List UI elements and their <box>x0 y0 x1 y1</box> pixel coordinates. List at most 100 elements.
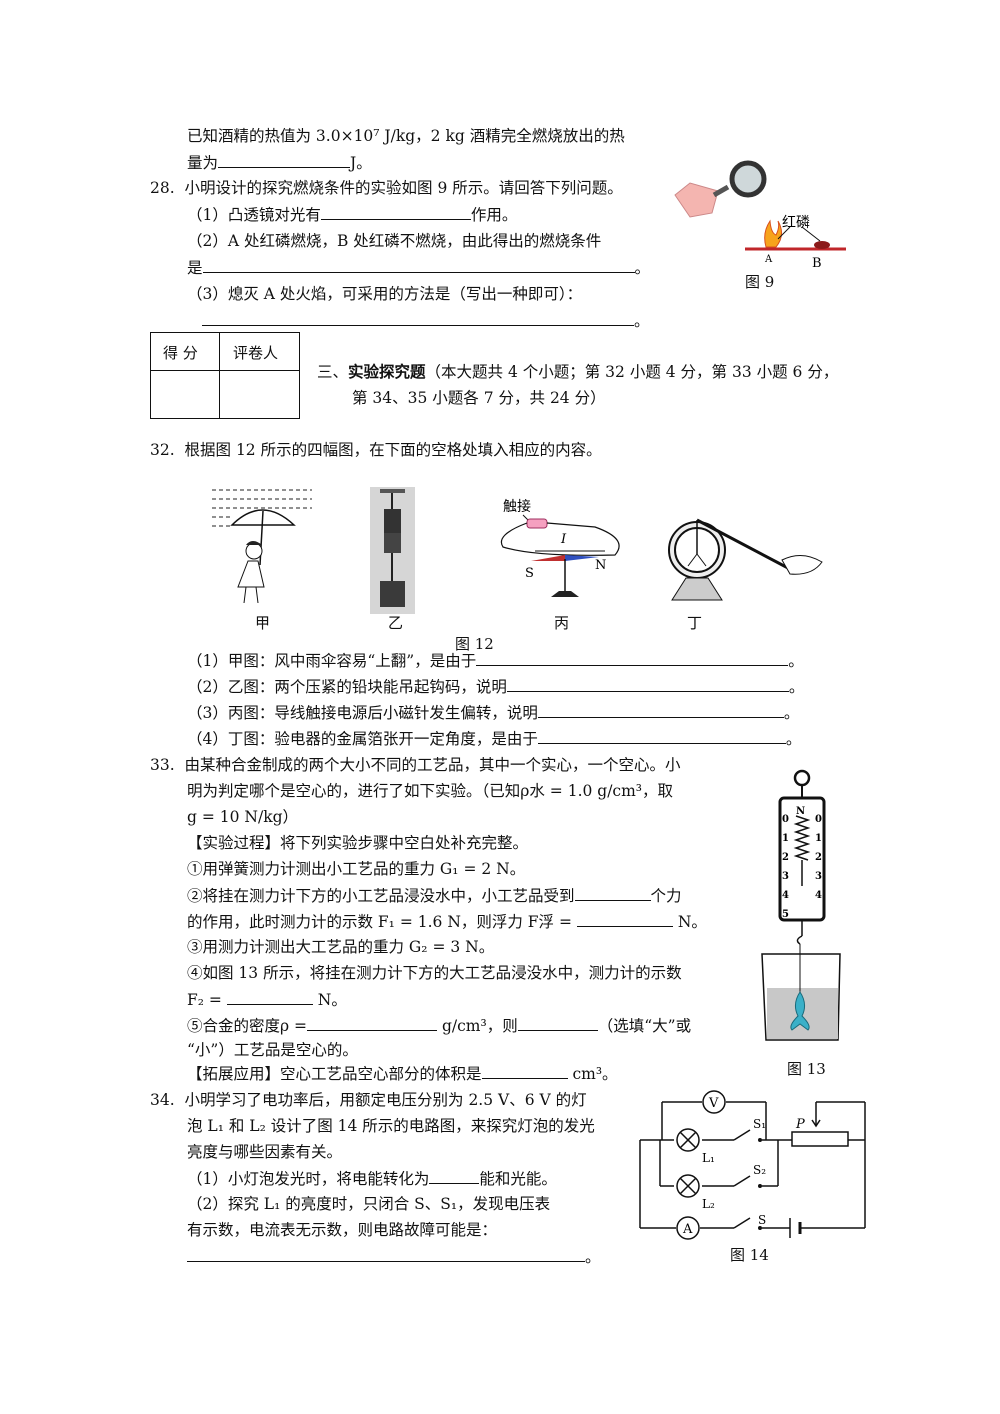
answer-blank[interactable] <box>218 152 351 168</box>
q33-line1: 33. 由某种合金制成的两个大小不同的工艺品，其中一个实心，一个空心。小 <box>150 755 681 775</box>
q34-part2-blank: 。 <box>187 1246 601 1267</box>
beaker-icon <box>761 953 841 1041</box>
figure-label-jia: 甲 <box>255 614 271 632</box>
period: 。 <box>783 704 800 722</box>
magnifier-icon <box>729 160 767 198</box>
answer-blank[interactable] <box>574 885 651 901</box>
q32-part2: （2）乙图：两个压紧的铅块能吊起钩码，说明。 <box>187 676 804 697</box>
period: 。 <box>634 312 650 330</box>
q33-line2: 明为判定哪个是空心的，进行了如下实验。（已知ρ水 = 1.0 g/cm³，取 <box>187 782 674 800</box>
q34-part1-end: 能和光能。 <box>479 1170 557 1188</box>
tick-4-r: 4 <box>815 890 822 901</box>
answer-blank[interactable] <box>202 310 634 326</box>
q28-part1-end: 作用。 <box>470 206 518 224</box>
q34-part1: （1）小灯泡发光时，将电能转化为 能和光能。 <box>187 1168 557 1189</box>
scale-unit-label: N <box>796 806 805 817</box>
figure-14-caption: 图 14 <box>730 1246 769 1264</box>
label-b: B <box>812 256 822 271</box>
q27-line1: 已知酒精的热值为 3.0×10⁷ J/kg，2 kg 酒精完全燃烧放出的热 <box>187 127 625 145</box>
q33-step4b-text: F₂ = <box>187 991 222 1009</box>
q33-step2c-text: 的作用，此时测力计的示数 F₁ = 1.6 N，则浮力 F浮 = <box>187 913 572 931</box>
section-3-title: 三、实验探究题（本大题共 4 个小题；第 32 小题 4 分，第 33 小题 6… <box>317 362 838 382</box>
needle-north <box>565 555 599 561</box>
figure-label-ding: 丁 <box>687 614 703 632</box>
voltmeter-label: V <box>708 1096 719 1111</box>
figure-12-c: 触接 I S N <box>500 498 620 597</box>
needle-south <box>531 555 565 561</box>
figure-9: 红磷 A B <box>674 160 846 271</box>
rheostat-label: P <box>795 1117 805 1132</box>
glass-rod <box>696 518 789 570</box>
q32-stem-text: 根据图 12 所示的四幅图，在下面的空格处填入相应的内容。 <box>184 441 602 459</box>
hand-icon <box>674 182 719 218</box>
question-number: 33. <box>150 756 175 774</box>
switch-s-label: S <box>758 1213 766 1227</box>
current-label: I <box>560 532 567 547</box>
answer-blank[interactable] <box>202 257 635 273</box>
section-title: 实验探究题 <box>348 363 426 381</box>
q28-part2b-text: 是 <box>187 259 203 277</box>
answer-blank[interactable] <box>476 650 789 666</box>
switch-s-icon <box>733 1217 751 1229</box>
q33-line4: 【实验过程】将下列实验步骤中空白处补充完整。 <box>187 834 529 852</box>
grader-label: 评卷人 <box>233 344 279 362</box>
q33-extension-text: 【拓展应用】空心工艺品空心部分的体积是 <box>187 1065 482 1083</box>
tick-2: 2 <box>782 852 789 863</box>
label-a: A <box>764 254 773 265</box>
q33-text-1: 由某种合金制成的两个大小不同的工艺品，其中一个实心，一个空心。小 <box>184 756 681 774</box>
ammeter-icon <box>676 1216 700 1240</box>
girl-dress <box>237 560 265 588</box>
battery-icon <box>526 518 548 529</box>
bulb-l2-label: L₂ <box>702 1197 715 1211</box>
q28-stem-text: 小明设计的探究燃烧条件的实验如图 9 所示。请回答下列问题。 <box>184 179 623 197</box>
q33-step5-text: ⑤合金的密度ρ = <box>187 1017 308 1035</box>
weight-icon <box>380 581 405 607</box>
q28-part1: （1）凸透镜对光有作用。 <box>187 204 517 225</box>
q34-part1-text: （1）小灯泡发光时，将电能转化为 <box>187 1170 430 1188</box>
figure-label-yi: 乙 <box>388 614 404 632</box>
q28-part2: （2）A 处红磷燃烧，B 处红磷不燃烧，由此得出的燃烧条件 <box>187 232 602 250</box>
period: 。 <box>585 1248 601 1266</box>
question-number: 32. <box>150 441 175 459</box>
q32-part4-text: （4）丁图：验电器的金属箔张开一定角度，是由于 <box>187 730 538 748</box>
period: 。 <box>634 259 651 277</box>
tick-3-r: 3 <box>815 871 822 882</box>
q33-step5: ⑤合金的密度ρ = g/cm³，则 （选填“大”或 <box>187 1015 691 1036</box>
answer-blank[interactable] <box>537 728 786 744</box>
girl-head <box>245 542 263 560</box>
figure-14: V A S₁ S₂ L₁ L₂ S P <box>639 1090 866 1240</box>
question-number: 34. <box>150 1091 175 1109</box>
scale-ticks-right: 0 1 2 3 4 <box>815 814 822 901</box>
answer-blank[interactable] <box>429 1168 480 1184</box>
q33-step5-unit: g/cm³，则 <box>441 1017 518 1035</box>
q33-step4b-unit: N。 <box>317 991 347 1009</box>
touch-label: 触接 <box>503 498 531 515</box>
q32-stem: 32. 根据图 12 所示的四幅图，在下面的空格处填入相应的内容。 <box>150 440 602 460</box>
q27-line2-unit: J。 <box>350 154 372 172</box>
q34-line2: 泡 L₁ 和 L₂ 设计了图 14 所示的电路图，来探究灯泡的发光 <box>187 1117 595 1135</box>
answer-blank[interactable] <box>307 1015 438 1031</box>
answer-blank[interactable] <box>187 1246 585 1262</box>
q33-step5-cont: “小”）工艺品是空心的。 <box>187 1041 358 1059</box>
question-number: 28. <box>150 179 175 197</box>
answer-blank[interactable] <box>506 676 789 692</box>
tick-4: 4 <box>782 890 789 901</box>
tick-5: 5 <box>782 909 789 920</box>
answer-blank[interactable] <box>320 204 471 220</box>
answer-blank[interactable] <box>537 702 784 718</box>
answer-blank[interactable] <box>481 1063 568 1079</box>
figure-12-d <box>668 518 823 601</box>
tick-0: 0 <box>782 814 789 825</box>
q28-stem: 28. 小明设计的探究燃烧条件的实验如图 9 所示。请回答下列问题。 <box>150 178 623 198</box>
q32-part3: （3）丙图：导线触接电源后小磁针发生偏转，说明。 <box>187 702 799 723</box>
q33-step5-hint: （选填“大”或 <box>597 1017 692 1035</box>
q34-line3: 亮度与哪些因素有关。 <box>187 1143 343 1161</box>
artwork-icon <box>790 991 810 1031</box>
q34-text-1: 小明学习了电功率后，用额定电压分别为 2.5 V、6 V 的灯 <box>184 1091 587 1109</box>
answer-blank[interactable] <box>226 989 313 1005</box>
answer-blank[interactable] <box>517 1015 598 1031</box>
q33-step2-end: 个力 <box>650 887 682 905</box>
answer-blank[interactable] <box>576 911 673 927</box>
q33-step4: ④如图 13 所示，将挂在测力计下方的大工艺品浸没水中，测力计的示数 <box>187 964 682 982</box>
